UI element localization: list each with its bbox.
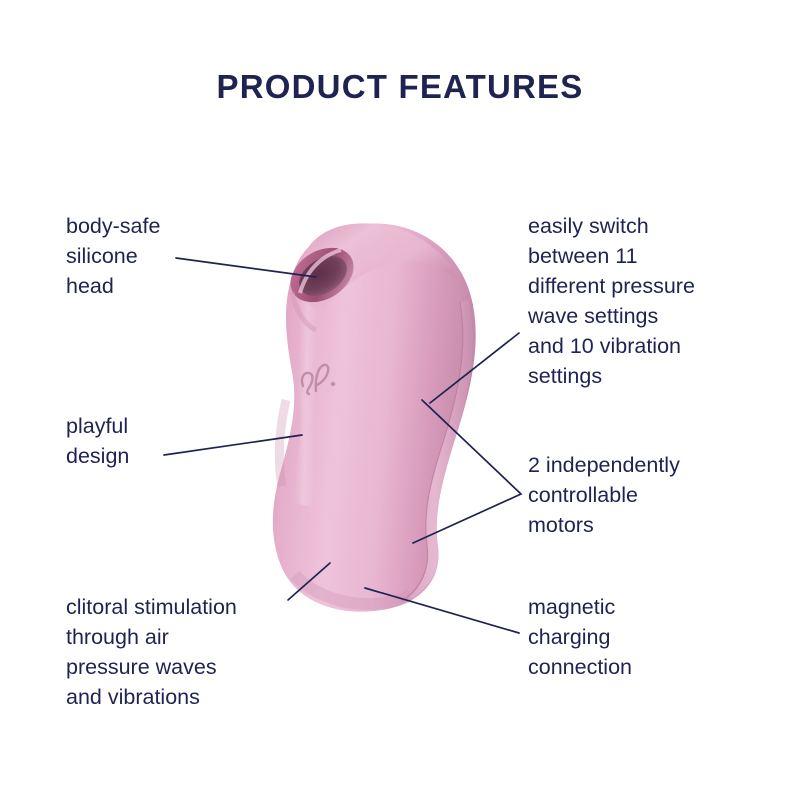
feature-label-playful-design: playful design [66,414,130,468]
leader-clitoral-stimulation [287,562,331,601]
leader-body-safe-head [175,257,317,278]
feature-label-magnetic-charging: magnetic charging connection [528,595,632,679]
leader-motors [412,399,523,544]
feature-label-pressure-wave-settings: easily switch between 11 different press… [528,214,695,388]
feature-label-clitoral-stimulation: clitoral stimulation through air pressur… [66,595,237,709]
air-pulse-opening [299,256,347,296]
leader-playful-design [163,434,303,456]
leader-lines [163,257,523,634]
leader-magnetic-charging [364,587,520,634]
product-head [289,223,462,333]
feature-label-motors: 2 independently controllable motors [528,453,680,537]
brand-logo [300,363,336,396]
feature-label-body-safe-head: body-safe silicone head [66,214,161,298]
page-title: PRODUCT FEATURES [216,68,584,105]
leader-pressure-wave-settings [429,332,520,404]
